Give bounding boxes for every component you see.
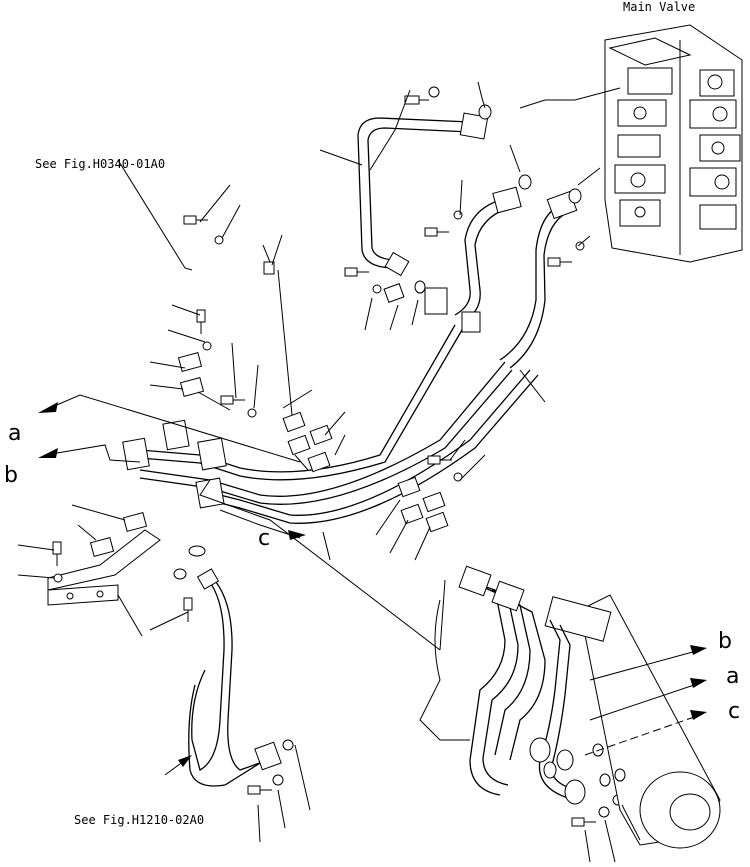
leader-lines [17,81,641,863]
see-fig-top-label: See Fig.H0340-01A0 [35,157,165,171]
hose-upper [357,112,489,277]
clamps [89,283,449,557]
callout-right-b: b [718,629,732,654]
callout-left-a: a [8,421,21,446]
steel-tubes [122,287,539,524]
bolts [52,86,624,827]
arrows [38,394,707,776]
callout-left-c: c [258,526,270,551]
hose-lower [173,545,282,787]
hose-middle [454,186,578,369]
main-valve-assembly [604,24,743,263]
boom-structure [419,565,721,849]
main-valve-label: Main Valve [623,0,695,14]
bracket [47,529,161,606]
callout-right-c: c [728,699,740,724]
callout-left-b: b [4,463,18,488]
see-fig-bottom-label: See Fig.H1210-02A0 [74,813,204,827]
callout-right-a: a [726,664,739,689]
